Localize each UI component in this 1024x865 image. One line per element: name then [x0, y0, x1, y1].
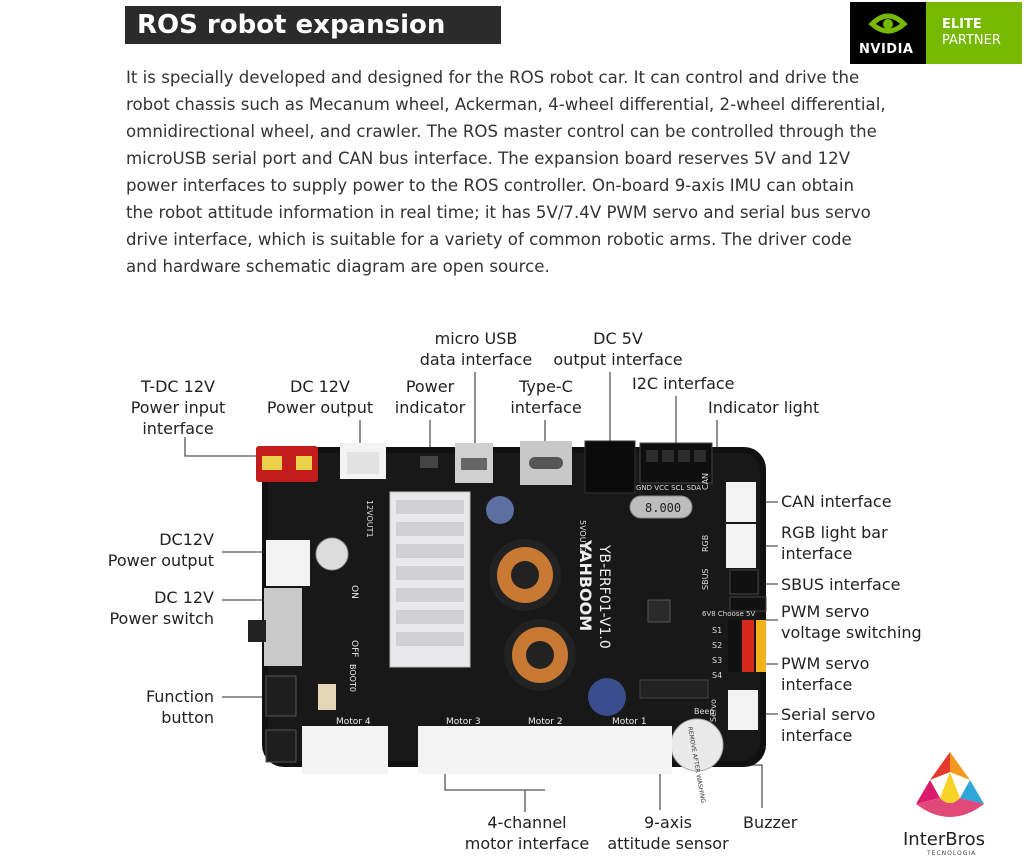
rgb-connector	[726, 524, 756, 568]
voltage-jumper	[729, 596, 767, 612]
capacitor	[486, 496, 514, 524]
label-i2c: I2C interface	[632, 374, 735, 393]
i2c-pin-labels: GND VCC SCL SDA	[636, 484, 701, 492]
buzzer: REMOVE AFTER WASHING	[670, 718, 724, 804]
product-description: It is specially developed and designed f…	[126, 68, 886, 276]
svg-text:Motor 3: Motor 3	[446, 717, 481, 727]
capacitor	[315, 537, 349, 571]
capacitor	[588, 678, 626, 716]
svg-text:Servo: Servo	[709, 699, 718, 722]
i2c-header	[639, 442, 713, 484]
nvidia-logo: NVIDIA	[850, 2, 926, 64]
svg-text:ON: ON	[349, 585, 359, 599]
svg-text:CAN: CAN	[701, 473, 710, 490]
tdc-connector	[256, 446, 318, 482]
svg-text:S4: S4	[712, 671, 722, 680]
svg-text:6V8 Choose 5V: 6V8 Choose 5V	[702, 610, 755, 618]
label-buzzer: Buzzer	[743, 813, 798, 832]
svg-text:S1: S1	[712, 626, 722, 635]
motor-connectors	[302, 726, 672, 774]
nvidia-wordmark: NVIDIA	[859, 42, 914, 57]
svg-text:RGB: RGB	[701, 535, 710, 552]
board-model: YB-ERF01-V1.0	[596, 544, 612, 649]
nvidia-elite-partner-badge: NVIDIA ELITE PARTNER	[850, 2, 1022, 64]
dc5v-jack	[584, 440, 636, 494]
board-brand: YAHBOOM	[576, 539, 595, 631]
svg-text:Motor 2: Motor 2	[528, 717, 563, 727]
can-connector	[726, 482, 756, 522]
partner-tier: ELITE PARTNER	[926, 2, 1022, 64]
power-switch	[264, 588, 302, 666]
svg-text:OFF: OFF	[349, 640, 359, 657]
svg-text:Beep: Beep	[694, 707, 714, 716]
pwm-servo-headers	[728, 620, 766, 672]
imu-chip	[647, 599, 671, 623]
svg-text:S2: S2	[712, 641, 722, 650]
svg-text:S3: S3	[712, 656, 722, 665]
svg-text:BOOT0: BOOT0	[348, 664, 357, 692]
crystal	[629, 495, 693, 519]
label-sbus: SBUS interface	[781, 575, 901, 594]
svg-text:SBUS: SBUS	[701, 569, 710, 591]
page-title: ROS robot expansion board	[125, 6, 501, 78]
dc12-output-left	[266, 540, 310, 586]
svg-text:Motor 1: Motor 1	[612, 717, 647, 727]
boot-button	[318, 684, 336, 710]
nvidia-eye-icon	[868, 13, 908, 34]
function-button	[265, 675, 297, 717]
inductors	[489, 539, 576, 691]
sbus-header	[729, 569, 759, 595]
label-indicator-light: Indicator light	[708, 398, 820, 417]
svg-text:Motor 4: Motor 4	[336, 717, 371, 727]
svg-text:5VOUT2: 5VOUT2	[578, 520, 587, 553]
interbros-wordmark: InterBros	[903, 829, 985, 850]
serial-servo-connector	[728, 690, 758, 730]
partner-label: PARTNER	[942, 33, 1001, 48]
interbros-logo-icon	[916, 752, 984, 817]
svg-text:8.000: 8.000	[645, 501, 681, 515]
heatsink	[389, 491, 471, 668]
tier-label: ELITE	[942, 17, 982, 32]
interbros-tagline: TECNOLOGIA	[927, 850, 977, 857]
svg-text:12VOUT1: 12VOUT1	[365, 500, 374, 538]
label-can: CAN interface	[781, 492, 892, 511]
